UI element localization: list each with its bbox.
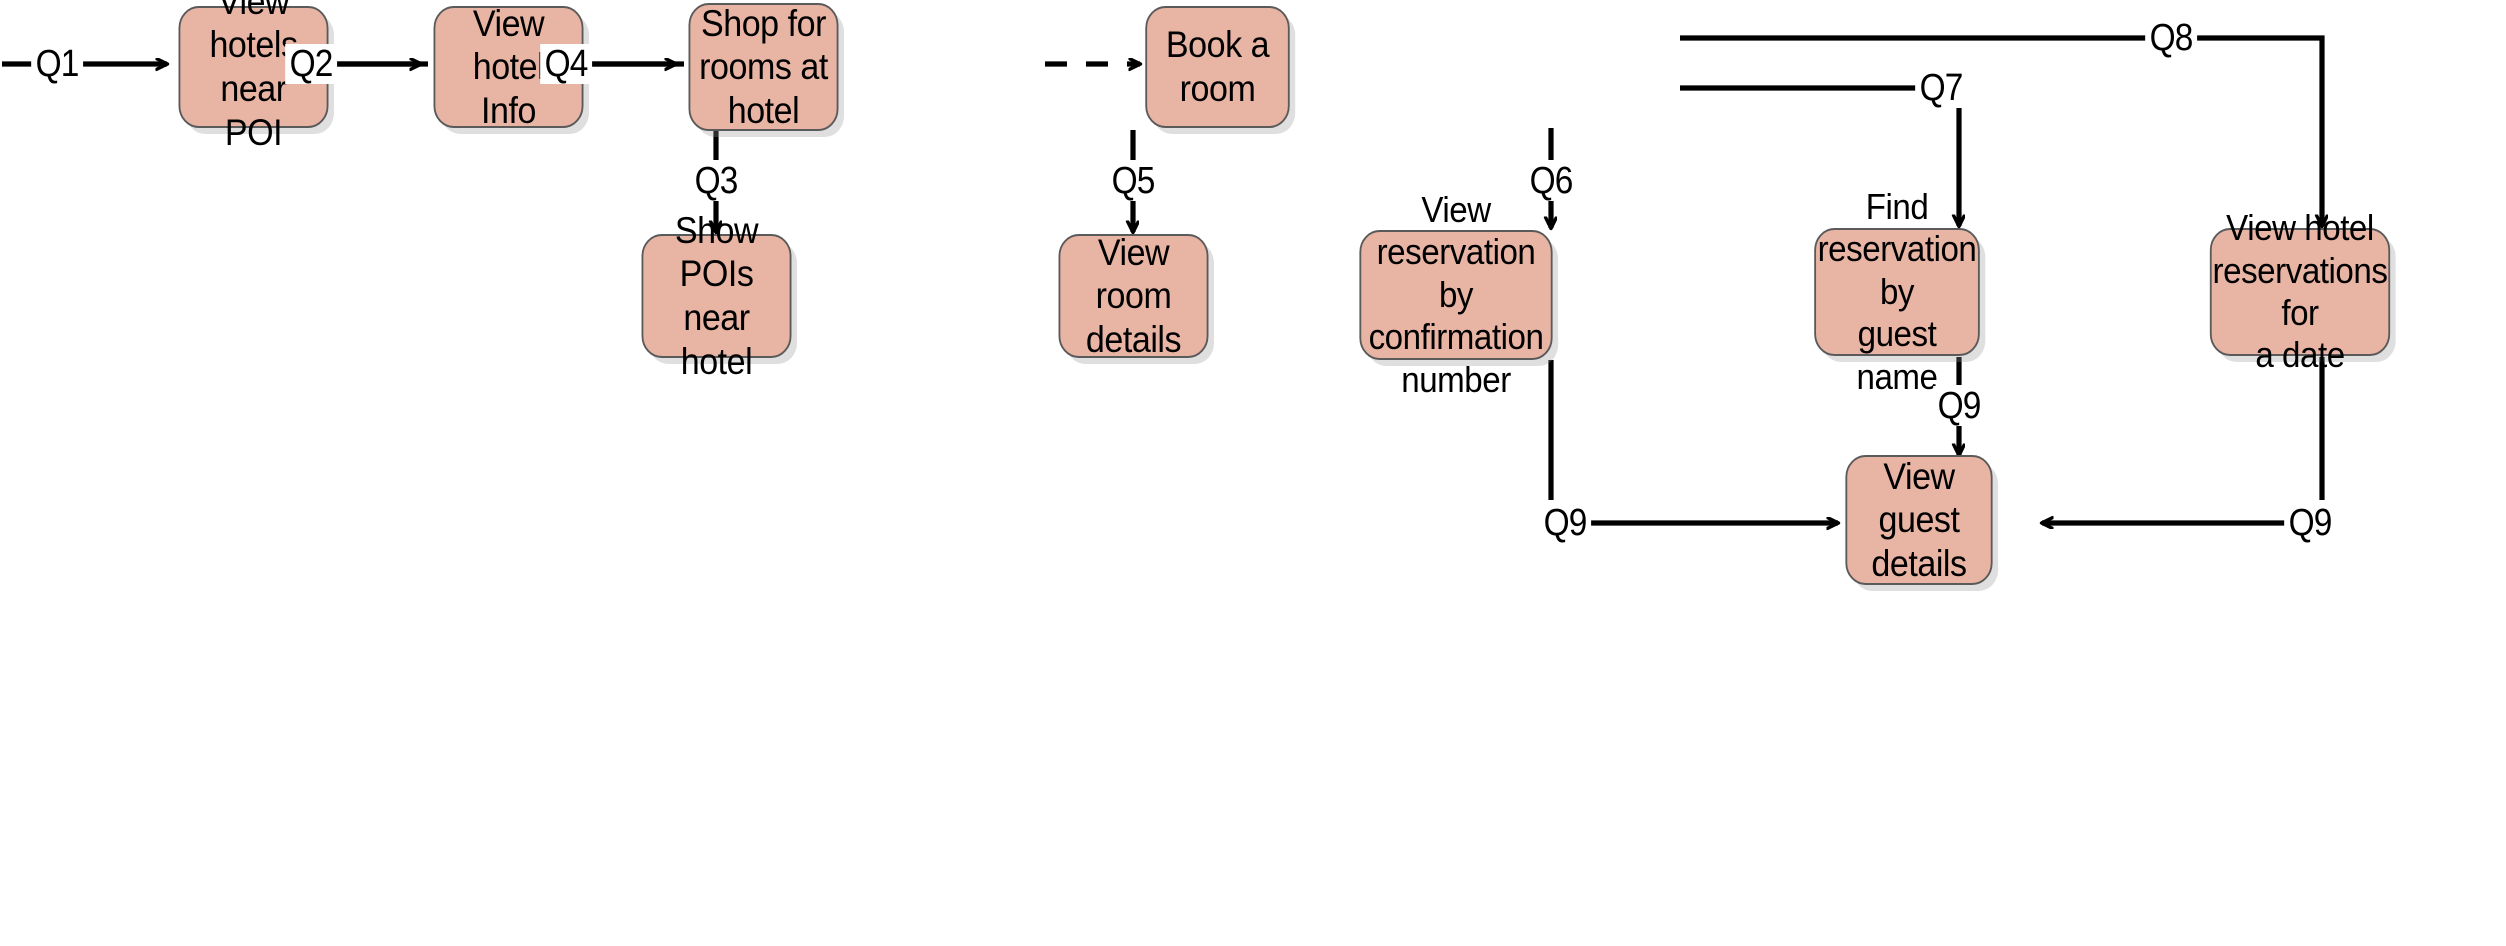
node-view-reservation-by-confirmation-number[interactable]: View reservation by confirmation number — [1359, 189, 1553, 400]
node-view-guest-details[interactable]: View guest details — [1845, 455, 1993, 585]
edge-label-q5: Q5 — [1107, 161, 1159, 201]
node-label: View guest details — [1871, 455, 1967, 584]
edge-q8-corner — [2192, 35, 2322, 226]
node-label: Shop for rooms at hotel — [699, 2, 828, 131]
edge-label-q9b: Q9 — [1933, 386, 1985, 426]
node-label: View hotel reservations for a date — [2212, 207, 2388, 376]
node-label: View reservation by confirmation number — [1368, 188, 1544, 400]
edge-label-q8: Q8 — [2145, 18, 2197, 58]
edge-label-q2: Q2 — [285, 44, 337, 84]
node-label: View hotel Info — [472, 2, 545, 131]
node-label: View room details — [1085, 231, 1182, 360]
node-book-a-room[interactable]: Book a room — [1145, 6, 1290, 128]
node-label: Book a room — [1165, 24, 1270, 109]
node-show-pois-near-hotel[interactable]: Show POIs near hotel — [641, 210, 792, 382]
edge-label-q9a: Q9 — [1539, 503, 1591, 543]
edge-label-q1: Q1 — [31, 44, 83, 84]
edge-label-q7: Q7 — [1915, 68, 1967, 108]
node-find-reservation-by-guest-name[interactable]: Find reservation by guest name — [1814, 186, 1980, 397]
node-label: Show POIs near hotel — [674, 209, 759, 382]
edge-label-q4: Q4 — [540, 44, 592, 84]
node-view-hotel-reservations-for-a-date[interactable]: View hotel reservations for a date — [2209, 207, 2391, 375]
node-label: View hotels near POI — [209, 0, 298, 153]
edge-label-q3: Q3 — [690, 161, 742, 201]
node-shop-for-rooms-at-hotel[interactable]: Shop for rooms at hotel — [688, 2, 839, 131]
edge-label-q6: Q6 — [1525, 161, 1577, 201]
edge-label-q9c: Q9 — [2284, 503, 2336, 543]
node-label: Find reservation by guest name — [1817, 185, 1977, 397]
node-view-room-details[interactable]: View room details — [1058, 232, 1209, 360]
